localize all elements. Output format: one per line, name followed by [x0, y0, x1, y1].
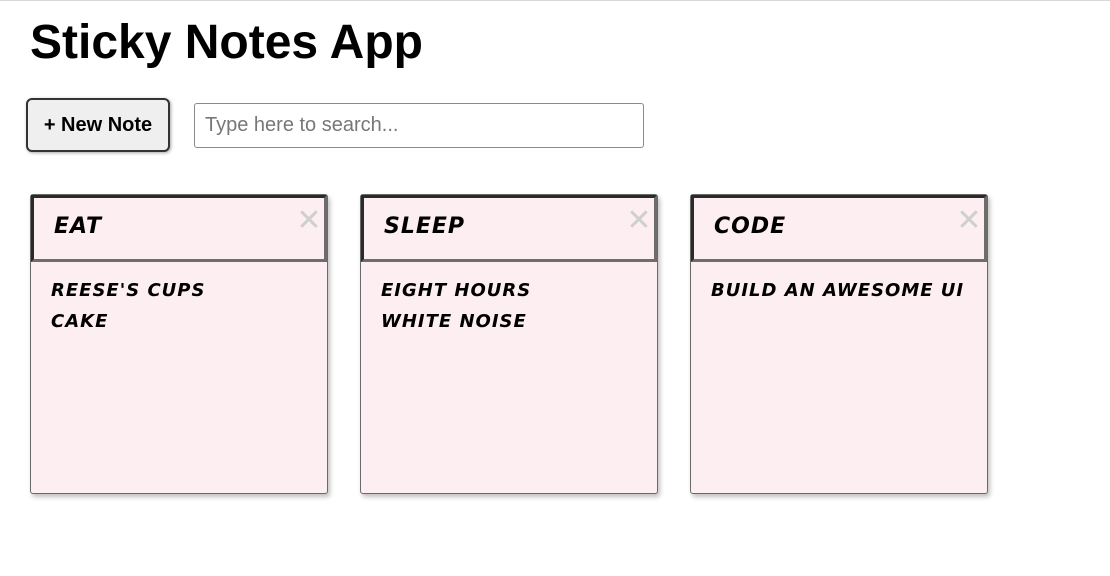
note-title-field[interactable]: Sleep: [361, 195, 657, 262]
new-note-button[interactable]: + New Note: [26, 98, 170, 152]
close-icon[interactable]: ✕: [626, 203, 652, 238]
note-line: Build an awesome UI: [711, 280, 965, 301]
note-line: Eight hours: [381, 280, 532, 301]
top-divider: [0, 0, 1110, 1]
note-line: Reese's cups: [51, 280, 206, 301]
page-title: Sticky Notes App: [30, 16, 423, 69]
note-title: Eat: [54, 214, 102, 239]
note-line: White noise: [381, 311, 527, 332]
sticky-note-code: Code ✕ Build an awesome UI: [690, 194, 988, 494]
note-line: Cake: [51, 311, 109, 332]
note-body[interactable]: Eight hours White noise: [381, 275, 641, 337]
search-input[interactable]: [194, 103, 644, 148]
sticky-note-sleep: Sleep ✕ Eight hours White noise: [360, 194, 658, 494]
note-title-field[interactable]: Code: [691, 195, 987, 262]
note-title-field[interactable]: Eat: [31, 195, 327, 262]
close-icon[interactable]: ✕: [956, 203, 982, 238]
note-body[interactable]: Reese's cups Cake: [51, 275, 311, 337]
note-body[interactable]: Build an awesome UI: [711, 275, 971, 306]
note-title: Code: [714, 214, 787, 239]
note-title: Sleep: [384, 214, 466, 239]
sticky-note-eat: Eat ✕ Reese's cups Cake: [30, 194, 328, 494]
close-icon[interactable]: ✕: [296, 203, 322, 238]
